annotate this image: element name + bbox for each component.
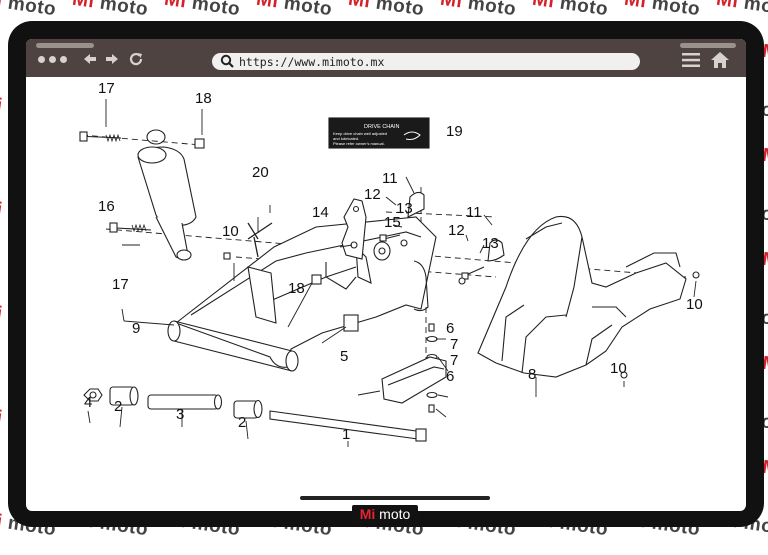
callout-13-right: 13 [482,235,499,252]
callout-15: 15 [384,214,401,231]
browser-screen: https://www.mimoto.mx [26,39,746,511]
watermark-mi: Mi [622,0,648,13]
exploded-view-drawing: DRIVE CHAIN Keep drive chain well adjust… [79,99,700,447]
callout-9: 9 [132,320,141,337]
callout-19: 19 [446,123,463,140]
window-dot [60,56,67,63]
callout-16: 16 [98,198,115,215]
callout-2-left: 2 [114,398,123,415]
callout-17-bottom: 17 [112,276,129,293]
watermark-mi: Mi [438,0,464,13]
logo-part-mi: Mi [359,506,376,522]
watermark-mi: Mi [0,92,4,117]
search-icon [220,54,234,68]
window-dot [38,56,45,63]
callout-18-top: 18 [195,90,212,107]
watermark-mi: Mi [70,0,96,13]
callout-8: 8 [528,366,537,383]
home-icon[interactable] [710,51,730,69]
watermark-moto: moto [374,0,426,21]
watermark-text: Mi moto [439,0,518,21]
browser-toolbar: https://www.mimoto.mx [26,39,746,77]
window-dot [49,56,56,63]
callout-12-right: 12 [448,222,465,239]
callout-17-top: 17 [98,80,115,97]
watermark-mi: Mi [530,0,556,13]
watermark-mi: Mi [346,0,372,13]
rear-fender [477,215,687,378]
shock-absorber [137,129,197,261]
watermark-mi: Mi [0,300,4,325]
callout-4: 4 [84,394,93,411]
watermark-text: Mi moto [715,0,768,21]
warning-label-line3: Please refer owner's manual. [333,141,385,146]
address-bar[interactable]: https://www.mimoto.mx [212,53,640,70]
window-dots[interactable] [38,56,67,63]
watermark-moto: moto [558,0,610,21]
watermark-moto: moto [466,0,518,21]
parts-diagram: DRIVE CHAIN Keep drive chain well adjust… [26,77,746,511]
callout-11-right: 11 [466,204,482,221]
bolt-17-top [79,131,122,143]
callout-6-upper: 6 [446,320,455,337]
watermark-moto: moto [98,0,150,21]
hamburger-menu-icon[interactable] [682,52,700,68]
callout-10-bottom: 10 [610,360,627,377]
callout-7-upper: 7 [450,336,459,353]
watermark-mi: Mi [0,196,4,221]
tablet-frame: https://www.mimoto.mx [8,21,764,527]
watermark-mi: Mi [714,0,740,13]
watermark-moto: moto [650,0,702,21]
tab-strip-indicator [36,43,94,48]
url-text: https://www.mimoto.mx [239,54,385,69]
watermark-mi: Mi [0,404,4,429]
warning-label-line2: and lubricated. [333,136,359,141]
watermark-moto: moto [6,0,58,21]
callout-1: 1 [342,426,351,443]
watermark-mi: Mi [162,0,188,13]
callout-2-right: 2 [238,414,247,431]
watermark-text: Mi moto [531,0,610,21]
tab-strip-indicator-right [680,43,736,48]
reload-icon[interactable] [128,51,144,71]
pivot-shaft-assembly [83,386,427,442]
mimoto-logo-badge: Mi moto [352,505,418,523]
warning-label-line1: Keep drive chain well adjusted [333,131,387,136]
callout-7-lower: 7 [450,352,459,369]
watermark-mi: Mi [254,0,280,13]
callout-20: 20 [252,164,269,181]
callout-10-left: 10 [222,223,239,240]
watermark-text: Mi moto [255,0,334,21]
watermark-moto: moto [742,0,768,21]
watermark-text: Mi moto [0,0,57,21]
logo-part-moto: moto [379,506,411,522]
callout-13-upper: 13 [396,200,413,217]
callout-6-lower: 6 [446,368,455,385]
watermark-mi: Mi [0,0,4,13]
callout-18-bottom: 18 [288,280,305,297]
watermark-text: Mi moto [623,0,702,21]
watermark-text: Mi moto [71,0,150,21]
callout-5: 5 [340,348,349,365]
callout-12-upper: 12 [364,186,381,203]
callout-14: 14 [312,204,329,221]
callout-10-right: 10 [686,296,703,313]
watermark-moto: moto [190,0,242,21]
watermark-text: Mi moto [163,0,242,21]
back-arrow-icon[interactable] [82,51,98,71]
home-indicator[interactable] [300,496,490,500]
forward-arrow-icon[interactable] [104,51,120,71]
watermark-mi: Mi [0,508,4,533]
watermark-text: Mi moto [347,0,426,21]
swingarm [167,198,437,372]
warning-label-title: DRIVE CHAIN [364,124,399,130]
callout-3: 3 [176,406,185,423]
callout-11-upper: 11 [382,170,398,187]
watermark-moto: moto [282,0,334,21]
